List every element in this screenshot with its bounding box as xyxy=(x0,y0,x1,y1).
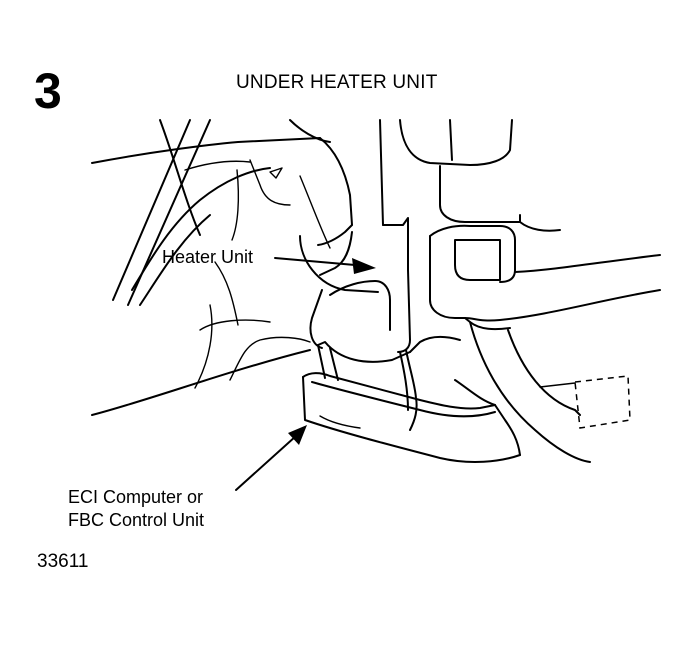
computer-arrow xyxy=(235,425,307,491)
dashboard-outline xyxy=(91,119,561,232)
right-panel xyxy=(469,321,631,463)
lower-panel xyxy=(91,261,311,416)
computer-label-line-1: ECI Computer or xyxy=(68,487,204,507)
computer-label: ECI Computer or FBC Control Unit xyxy=(68,486,204,532)
step-number: 3 xyxy=(34,63,62,119)
support-braces xyxy=(112,119,331,306)
diagram-title: UNDER HEATER UNIT xyxy=(236,72,438,93)
computer-box xyxy=(302,335,521,463)
figure-number: 33611 xyxy=(37,551,89,572)
heater-housing xyxy=(299,217,661,353)
heater-unit-arrow xyxy=(274,257,376,274)
computer-label-line-2: FBC Control Unit xyxy=(68,510,205,530)
heater-unit-label: Heater Unit xyxy=(162,247,254,267)
